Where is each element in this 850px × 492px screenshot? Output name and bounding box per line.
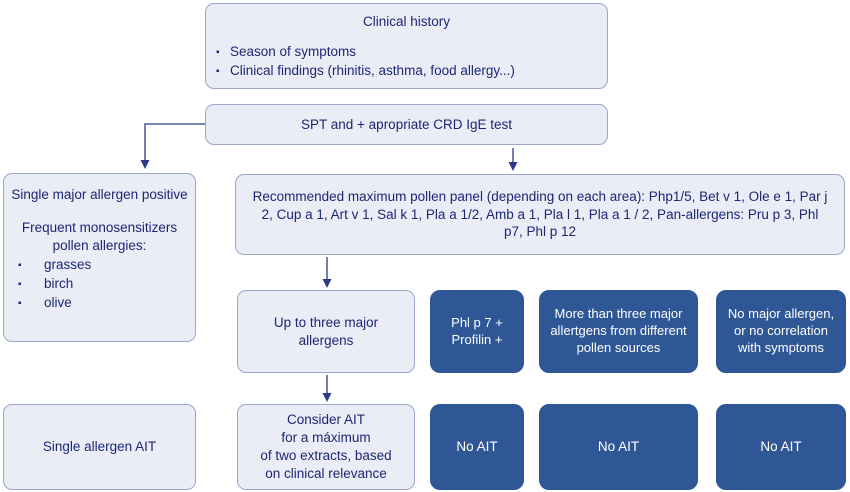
connector-spt-to-single-major [144, 123, 205, 161]
consider-ait-line: for a máximum [281, 430, 371, 446]
consider-ait-line: of two extracts, based [260, 448, 392, 463]
bullet-icon: ▪ [18, 260, 22, 272]
monosensitizer-birch: birch [44, 276, 74, 292]
up-to-three-allergens-label: Up to three major allergens [273, 314, 379, 348]
bullet-icon: ▪ [216, 65, 220, 77]
clinical-history-bullet-row: ▪ Clinical findings (rhinitis, asthma, f… [216, 62, 597, 80]
clinical-history-bullet-row: ▪ Season of symptoms [216, 43, 597, 61]
clinical-history-title: Clinical history [362, 14, 451, 29]
bullet-icon: ▪ [18, 279, 22, 291]
list-item: ▪ grasses [16, 256, 189, 274]
monosensitizer-olive: olive [44, 295, 72, 311]
single-major-allergen-box: Single major allergen positive Frequent … [3, 173, 196, 342]
list-item: ▪ birch [16, 275, 189, 293]
monosensitizer-list: ▪ grasses ▪ birch ▪ olive [10, 256, 189, 311]
arrowhead-to-single-major [140, 160, 150, 169]
list-item: ▪ olive [16, 294, 189, 312]
no-ait-label-1: No AIT [456, 439, 498, 455]
phl-p7-profilin-label: Phl p 7 + Profilin + [451, 314, 503, 347]
no-major-allergen-box: No major allergen, or no correlation wit… [716, 290, 846, 373]
frequent-monosensitizers-subtitle: Frequent monosensitizers pollen allergie… [21, 219, 178, 253]
consider-ait-box: Consider AIT for a máximum of two extrac… [237, 404, 415, 490]
no-ait-label-2: No AIT [597, 439, 640, 455]
monosensitizer-grasses: grasses [44, 257, 92, 273]
no-major-allergen-label: No major allergen, or no correlation wit… [727, 306, 835, 355]
no-ait-label-3: No AIT [760, 439, 802, 455]
clinical-history-bullet-1: Season of symptoms [230, 43, 357, 59]
bullet-icon: ▪ [216, 46, 220, 58]
clinical-history-bullet-2: Clinical findings (rhinitis, asthma, foo… [230, 62, 515, 78]
spt-crd-test-label: SPT and + apropriate CRD IgE test [301, 116, 512, 132]
consider-ait-line: on clinical relevance [265, 465, 387, 481]
up-to-three-allergens-box: Up to three major allergens [237, 290, 415, 373]
no-ait-box-3: No AIT [716, 404, 846, 490]
arrowhead-to-panel [508, 162, 518, 171]
arrowhead-to-upthree [322, 279, 332, 288]
consider-ait-line: Consider AIT [286, 412, 366, 428]
phl-p7-profilin-box: Phl p 7 + Profilin + [430, 290, 524, 373]
no-ait-box-1: No AIT [430, 404, 524, 490]
consider-ait-label: Consider AIT for a máximum of two extrac… [260, 411, 391, 482]
single-major-allergen-title: Single major allergen positive [11, 187, 188, 202]
clinical-history-box: Clinical history ▪ Season of symptoms ▪ … [205, 3, 608, 89]
single-allergen-ait-label: Single allergen AIT [42, 439, 157, 455]
bullet-icon: ▪ [18, 298, 22, 310]
more-than-three-allergens-label: More than three major allertgens from di… [550, 306, 687, 355]
single-allergen-ait-box: Single allergen AIT [3, 404, 196, 490]
pollen-panel-box: Recommended maximum pollen panel (depend… [235, 174, 845, 255]
spt-crd-test-box: SPT and + apropriate CRD IgE test [205, 104, 608, 145]
pollen-panel-label: Recommended maximum pollen panel (depend… [252, 188, 828, 240]
no-ait-box-2: No AIT [539, 404, 698, 490]
arrowhead-to-consider [322, 393, 332, 402]
more-than-three-allergens-box: More than three major allertgens from di… [539, 290, 698, 373]
